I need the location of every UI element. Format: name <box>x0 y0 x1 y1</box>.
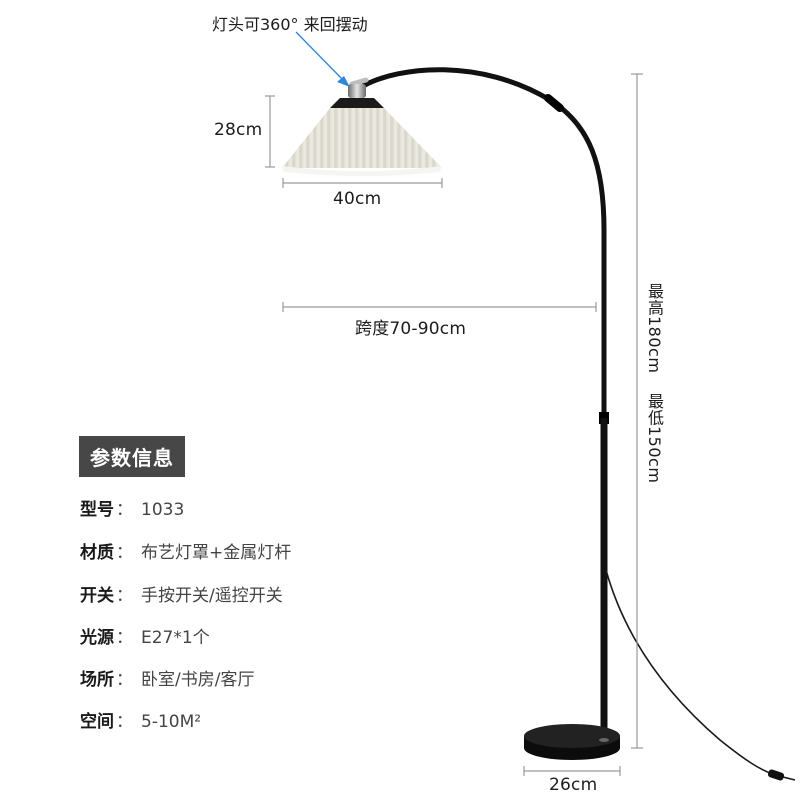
power-cord <box>605 569 796 781</box>
spec-sep: ： <box>116 500 133 520</box>
spec-value: 5-10M² <box>141 712 202 732</box>
spec-sep: ： <box>116 628 133 648</box>
spec-value: 1033 <box>141 500 185 520</box>
spec-sep: ： <box>116 543 133 563</box>
spec-sep: ： <box>116 586 133 606</box>
min-height-label: 最低150cm <box>645 393 664 484</box>
spec-row-location: 场所： 卧室/书房/客厅 <box>80 665 254 690</box>
spec-row-material: 材质： 布艺灯罩+金属灯杆 <box>80 538 291 563</box>
spec-value: 手按开关/遥控开关 <box>141 586 283 606</box>
spec-key: 型号 <box>80 500 114 520</box>
lamp-pole <box>599 412 609 740</box>
spec-value: 卧室/书房/客厅 <box>141 670 255 690</box>
spec-key: 材质 <box>80 543 114 563</box>
shade-width-label: 40cm <box>333 189 382 209</box>
spec-key: 场所 <box>80 670 114 690</box>
cord-switch <box>767 769 785 781</box>
max-height-label: 最高180cm <box>645 283 664 374</box>
spec-section-title: 参数信息 <box>79 436 185 477</box>
dimension-lines <box>265 73 643 776</box>
spec-key: 开关 <box>80 586 114 606</box>
spec-value: 布艺灯罩+金属灯杆 <box>141 543 292 563</box>
spec-key: 空间 <box>80 712 114 732</box>
lamp-shade <box>282 84 442 176</box>
lamp-arm <box>349 67 607 423</box>
spec-row-space: 空间： 5-10M² <box>80 707 201 732</box>
lamp-base <box>524 724 620 760</box>
spec-sep: ： <box>116 670 133 690</box>
rotation-callout: 灯头可360° 来回摆动 <box>212 15 368 34</box>
callout-arrow <box>295 31 350 87</box>
spec-sep: ： <box>116 712 133 732</box>
arm-span-label: 跨度70-90cm <box>355 319 467 339</box>
spec-row-light-source: 光源： E27*1个 <box>80 623 210 648</box>
base-width-label: 26cm <box>549 775 598 795</box>
spec-row-switch: 开关： 手按开关/遥控开关 <box>80 581 283 606</box>
spec-key: 光源 <box>80 628 114 648</box>
spec-value: E27*1个 <box>141 628 210 648</box>
shade-height-label: 28cm <box>214 120 263 140</box>
spec-row-model: 型号： 1033 <box>80 495 184 520</box>
